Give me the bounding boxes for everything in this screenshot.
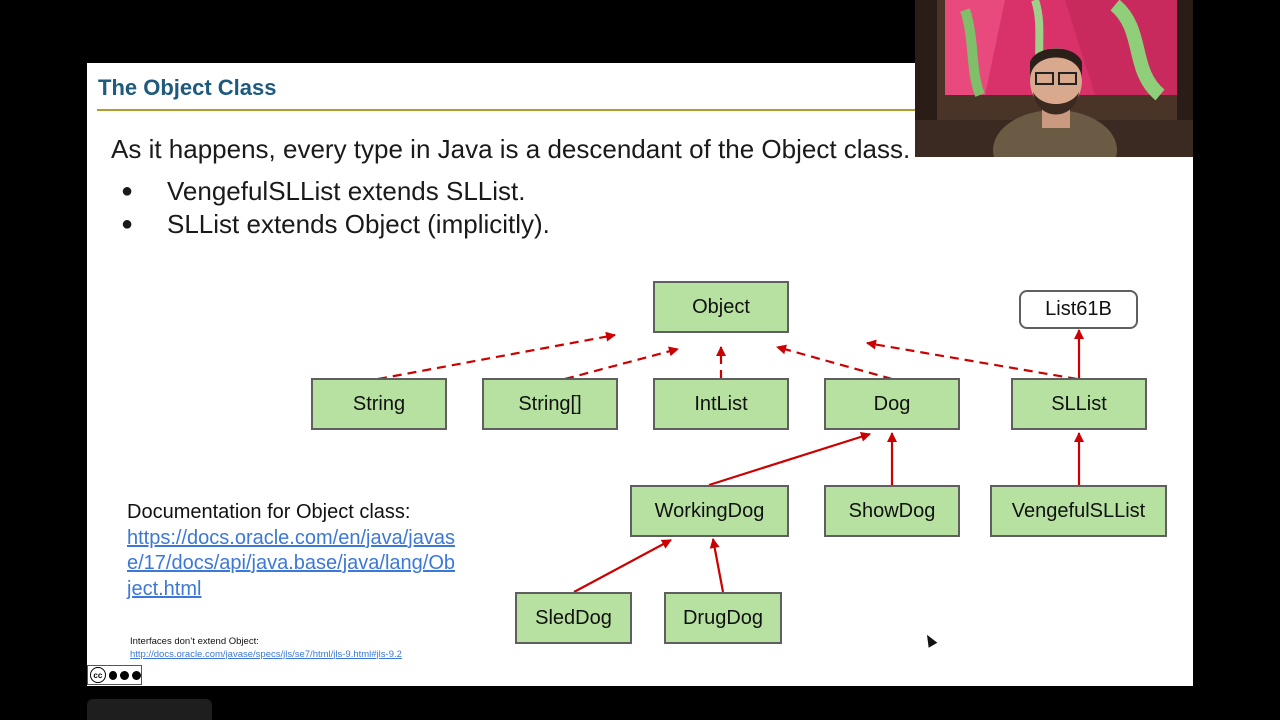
bullet-dot-icon: ● — [121, 213, 134, 235]
slide-title: The Object Class — [98, 75, 277, 100]
by-icon — [108, 670, 118, 680]
node-list61b: List61B — [1019, 290, 1138, 329]
node-string-array: String[] — [482, 378, 618, 430]
bullet-text: SLList extends Object (implicitly). — [167, 209, 550, 239]
slide: The Object Class As it happens, every ty… — [87, 63, 1193, 686]
cc-logo-icon: cc — [90, 667, 106, 683]
documentation-label: Documentation for Object class: — [127, 501, 411, 523]
node-showdog: ShowDog — [824, 485, 960, 537]
edge-workingdog-dog — [708, 431, 871, 487]
intro-text: As it happens, every type in Java is a d… — [111, 134, 911, 164]
documentation-block: Documentation for Object class: https://… — [127, 500, 457, 602]
creative-commons-badge: cc — [87, 665, 142, 685]
interfaces-note-link[interactable]: http://docs.oracle.com/javase/specs/jls/… — [130, 648, 402, 660]
bullet-text: VengefulSLList extends SLList. — [167, 176, 526, 206]
node-dog: Dog — [824, 378, 960, 430]
edge-sleddog-workingdog — [573, 539, 672, 593]
node-sleddog: SledDog — [515, 592, 632, 644]
interfaces-note-text: Interfaces don’t extend Object: — [130, 636, 259, 647]
bullet-item: ● VengefulSLList extends SLList. — [121, 176, 525, 207]
bottom-tab — [87, 699, 212, 720]
webcam-presenter-image — [915, 0, 1193, 157]
inheritance-arrows — [377, 329, 1084, 593]
sa-icon — [132, 670, 141, 680]
edge-drugdog-workingdog — [709, 538, 725, 593]
node-workingdog: WorkingDog — [630, 485, 789, 537]
node-sllist: SLList — [1011, 378, 1147, 430]
interfaces-note: Interfaces don’t extend Object: http://d… — [130, 636, 402, 661]
node-string: String — [311, 378, 447, 430]
bullet-dot-icon: ● — [121, 180, 134, 202]
node-vengefulsllist: VengefulSLList — [990, 485, 1167, 537]
bullet-item: ● SLList extends Object (implicitly). — [121, 209, 550, 240]
webcam-video — [915, 0, 1193, 157]
node-intlist: IntList — [653, 378, 789, 430]
title-divider — [97, 109, 1193, 111]
node-drugdog: DrugDog — [664, 592, 782, 644]
edge-dog-object — [776, 344, 893, 381]
node-object: Object — [653, 281, 789, 333]
documentation-link[interactable]: https://docs.oracle.com/en/java/javase/1… — [127, 526, 455, 600]
edge-string-object — [377, 331, 616, 381]
edge-sllist-object — [866, 339, 1078, 381]
nc-icon — [120, 670, 130, 680]
edge-stringarray-object — [564, 346, 679, 381]
